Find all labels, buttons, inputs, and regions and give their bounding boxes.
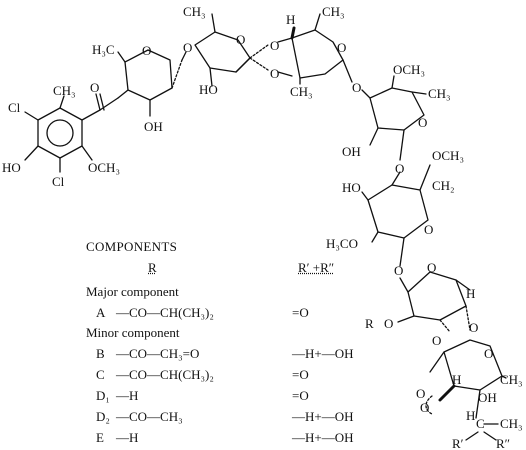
ch3-ar: CH₃ — [53, 83, 76, 98]
r-dprime: R″ — [496, 436, 510, 450]
o-ring-5: O — [424, 222, 433, 237]
h-6: H — [452, 372, 461, 387]
row-c-rr: =O — [292, 367, 309, 382]
sugar-ring-3 — [290, 13, 353, 85]
row-d2-r: —CO—CH₃ — [116, 409, 183, 424]
row-d2-rr: —H+—OH — [292, 409, 354, 424]
ch2: CH₂ — [432, 178, 455, 193]
sugar-ring-1 — [117, 49, 187, 117]
row-a-r: —CO—CH(CH₃)₂ — [116, 305, 214, 320]
o-ring-3: O — [337, 40, 346, 55]
ch3-6: CH₃ — [500, 372, 523, 387]
o-ring-1: O — [142, 43, 151, 58]
o-ring-4: O — [418, 115, 427, 130]
sugar-ring-7 — [425, 339, 507, 419]
orthoester-ring — [249, 37, 293, 77]
h-7: H — [466, 408, 475, 423]
och3-1: OCH₃ — [393, 62, 425, 77]
ho-2: HO — [199, 82, 218, 97]
row-d1-r: —H — [116, 388, 139, 403]
ch3-r3: CH₃ — [428, 86, 451, 101]
ho-4: HO — [342, 180, 361, 195]
top-ch3-a: CH₃ — [183, 4, 206, 19]
o-link-4: O — [394, 263, 403, 278]
o-r: O — [384, 316, 393, 331]
row-b-r: —CO—CH₃=O — [116, 346, 200, 361]
major-label: Major component — [86, 284, 179, 299]
sugar-ring-4 — [361, 75, 427, 161]
o-methylene: O — [416, 386, 425, 401]
r-o: R — [365, 316, 374, 331]
och3-2: OCH₃ — [432, 148, 464, 163]
column-r-header: R — [148, 260, 157, 275]
sugar-ring-6 — [397, 271, 471, 333]
cl-2: Cl — [52, 174, 65, 189]
o-ester: O — [90, 80, 99, 95]
row-b-label: B — [96, 346, 105, 361]
och3-ar: OCH₃ — [88, 160, 120, 175]
sugar-ring-5 — [361, 164, 431, 267]
oh-6: OH — [478, 390, 497, 405]
row-a-label: A — [96, 305, 106, 320]
h3c-left: H₃C — [92, 42, 115, 57]
row-d1-label: D₁ — [96, 388, 110, 403]
h3co: H₃CO — [326, 236, 358, 251]
h-top: H — [286, 12, 295, 27]
o-link-1: O — [183, 40, 192, 55]
oh-1: OH — [144, 119, 163, 134]
oh-3: OH — [342, 144, 361, 159]
row-c-label: C — [96, 367, 105, 382]
o-orth-1: O — [270, 38, 279, 53]
o-link-2: O — [352, 80, 361, 95]
o-link-3: O — [395, 161, 404, 176]
h-5: H — [466, 286, 475, 301]
o-orth-3: O — [469, 320, 478, 335]
bottom-bonds — [465, 423, 499, 441]
row-e-label: E — [96, 430, 104, 445]
o-orth-4: O — [432, 333, 441, 348]
c-7: C — [476, 416, 485, 431]
row-e-rr: —H+—OH — [292, 430, 354, 445]
ho-ar: HO — [2, 160, 21, 175]
o-ring-7: O — [484, 346, 493, 361]
row-d2-label: D₂ — [96, 409, 110, 424]
row-d1-rr: =O — [292, 388, 309, 403]
table-title: COMPONENTS — [86, 239, 178, 254]
cl-1: Cl — [8, 100, 21, 115]
aromatic-ring — [24, 93, 119, 173]
minor-label: Minor component — [86, 325, 180, 340]
ch3-7: CH₃ — [500, 416, 523, 431]
o-orth-2: O — [270, 66, 279, 81]
o-ring-6: O — [427, 260, 436, 275]
row-c-r: —CO—CH(CH₃)₂ — [116, 367, 214, 382]
r-prime: R′ — [452, 436, 464, 450]
row-a-rr: =O — [292, 305, 309, 320]
row-b-rr: —H+—OH — [292, 346, 354, 361]
column-rr-header: R′ +R″ — [298, 260, 335, 275]
top-ch3-b: CH₃ — [322, 4, 345, 19]
o-methylene-2: O — [420, 400, 429, 415]
o-ring-2: O — [236, 32, 245, 47]
row-e-r: —H — [116, 430, 139, 445]
ch3-mid: CH₃ — [290, 84, 313, 99]
